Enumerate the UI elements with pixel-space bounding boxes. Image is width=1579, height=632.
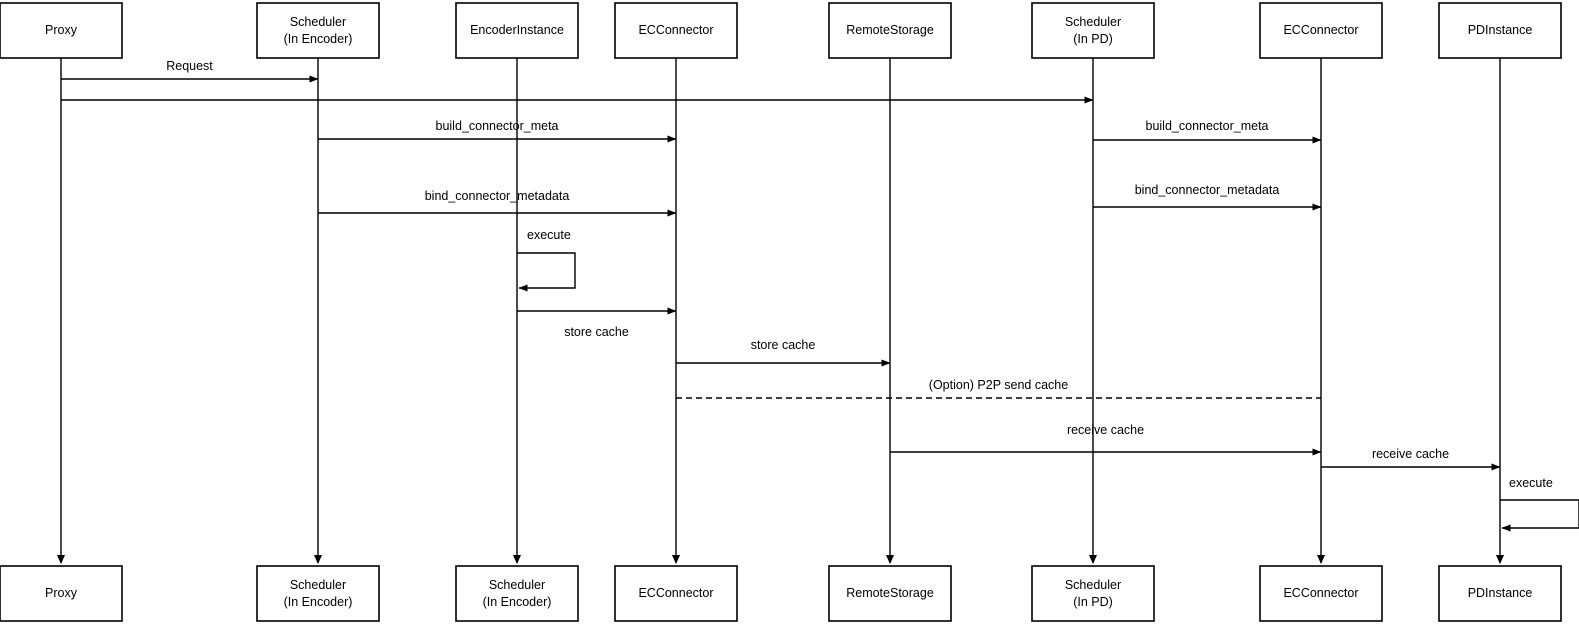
participant-footer-remotestorage[interactable]: RemoteStorage	[828, 565, 952, 622]
message-m3: build_connector_meta	[318, 119, 677, 143]
message-m1: Request	[61, 59, 319, 83]
participant-footer-title: Scheduler	[489, 578, 545, 592]
participant-header-encoder-inst[interactable]: EncoderInstance	[455, 2, 579, 59]
self-message-s1: execute	[517, 228, 576, 292]
self-messages-layer: execute execute	[517, 228, 1579, 532]
participant-footer-subtitle: (In Encoder)	[284, 595, 353, 609]
participant-header-rect[interactable]	[1438, 2, 1562, 59]
self-message-label: execute	[1509, 476, 1553, 490]
message-label: store cache	[751, 338, 816, 352]
participant-footer-title: Proxy	[45, 586, 78, 600]
message-label: receive cache	[1372, 447, 1449, 461]
participant-header-rect[interactable]	[828, 2, 952, 59]
message-label: receive cache	[1067, 423, 1144, 437]
participant-footer-ecconnector-r[interactable]: ECConnector	[1259, 565, 1383, 622]
participant-footer-encoder-inst[interactable]: Scheduler (In Encoder)	[455, 565, 579, 622]
participant-header-title: Proxy	[45, 23, 78, 37]
participant-header-rect[interactable]	[455, 2, 579, 59]
participant-header-rect[interactable]	[1031, 2, 1155, 59]
message-label: bind_connector_metadata	[1135, 183, 1280, 197]
participant-header-title: Scheduler	[1065, 15, 1121, 29]
participant-footer-rect[interactable]	[0, 565, 123, 622]
participant-header-remotestorage[interactable]: RemoteStorage	[828, 2, 952, 59]
participant-headers-layer: Proxy Scheduler (In Encoder) EncoderInstanc…	[0, 2, 1562, 59]
participant-footer-rect[interactable]	[1438, 565, 1562, 622]
self-message-path	[517, 252, 576, 292]
message-m4: build_connector_meta	[1093, 119, 1322, 144]
self-message-label: execute	[527, 228, 571, 242]
participant-header-title: PDInstance	[1468, 23, 1533, 37]
message-label: Request	[166, 59, 213, 73]
participant-footer-proxy[interactable]: Proxy	[0, 565, 123, 622]
participant-header-rect[interactable]	[256, 2, 380, 59]
message-m13: receive cache	[1321, 447, 1501, 471]
participant-footer-title: ECConnector	[638, 586, 713, 600]
message-m10: store cache	[676, 338, 891, 367]
message-m9: store cache	[517, 307, 677, 339]
participant-footer-title: ECConnector	[1283, 586, 1358, 600]
message-label: build_connector_meta	[436, 119, 559, 133]
self-message-path	[1500, 499, 1579, 532]
participant-footer-rect[interactable]	[455, 565, 579, 622]
participant-footer-title: PDInstance	[1468, 586, 1533, 600]
message-label: store cache	[564, 325, 629, 339]
lifelines-layer	[57, 58, 1504, 564]
participant-footer-rect[interactable]	[1031, 565, 1155, 622]
participant-header-title: Scheduler	[290, 15, 346, 29]
participant-header-scheduler-pd[interactable]: Scheduler (In PD)	[1031, 2, 1155, 59]
message-label: (Option) P2P send cache	[929, 378, 1068, 392]
participant-header-title: ECConnector	[1283, 23, 1358, 37]
participant-footer-title: Scheduler	[290, 578, 346, 592]
message-m12: receive cache	[890, 423, 1322, 456]
participant-footer-rect[interactable]	[1259, 565, 1383, 622]
participant-footer-subtitle: (In PD)	[1073, 595, 1113, 609]
participant-header-title: ECConnector	[638, 23, 713, 37]
participant-header-rect[interactable]	[0, 2, 123, 59]
participant-footer-rect[interactable]	[828, 565, 952, 622]
message-m6: bind_connector_metadata	[1093, 183, 1322, 211]
participant-header-title: RemoteStorage	[846, 23, 934, 37]
participant-footer-subtitle: (In Encoder)	[483, 595, 552, 609]
participant-header-title: EncoderInstance	[470, 23, 564, 37]
participant-footers-layer: Proxy Scheduler (In Encoder) Scheduler (In E…	[0, 565, 1562, 622]
message-label: build_connector_meta	[1146, 119, 1269, 133]
participant-header-pdinstance[interactable]: PDInstance	[1438, 2, 1562, 59]
participant-footer-title: RemoteStorage	[846, 586, 934, 600]
participant-footer-scheduler-enc[interactable]: Scheduler (In Encoder)	[256, 565, 380, 622]
participant-header-ecconnector-l[interactable]: ECConnector	[614, 2, 738, 59]
participant-header-ecconnector-r[interactable]: ECConnector	[1259, 2, 1383, 59]
participant-header-rect[interactable]	[1259, 2, 1383, 59]
messages-layer: Request build_connector_meta build_connect…	[61, 59, 1501, 471]
participant-header-scheduler-enc[interactable]: Scheduler (In Encoder)	[256, 2, 380, 59]
message-m11: (Option) P2P send cache	[676, 378, 1321, 399]
participant-header-subtitle: (In PD)	[1073, 32, 1113, 46]
message-m5: bind_connector_metadata	[318, 189, 677, 217]
participant-footer-ecconnector-l[interactable]: ECConnector	[614, 565, 738, 622]
participant-header-rect[interactable]	[614, 2, 738, 59]
self-message-s2: execute	[1500, 476, 1579, 532]
participant-footer-title: Scheduler	[1065, 578, 1121, 592]
participant-header-subtitle: (In Encoder)	[284, 32, 353, 46]
participant-header-proxy[interactable]: Proxy	[0, 2, 123, 59]
participant-footer-rect[interactable]	[256, 565, 380, 622]
message-label: bind_connector_metadata	[425, 189, 570, 203]
participant-footer-rect[interactable]	[614, 565, 738, 622]
participant-footer-pdinstance[interactable]: PDInstance	[1438, 565, 1562, 622]
participant-footer-scheduler-pd[interactable]: Scheduler (In PD)	[1031, 565, 1155, 622]
